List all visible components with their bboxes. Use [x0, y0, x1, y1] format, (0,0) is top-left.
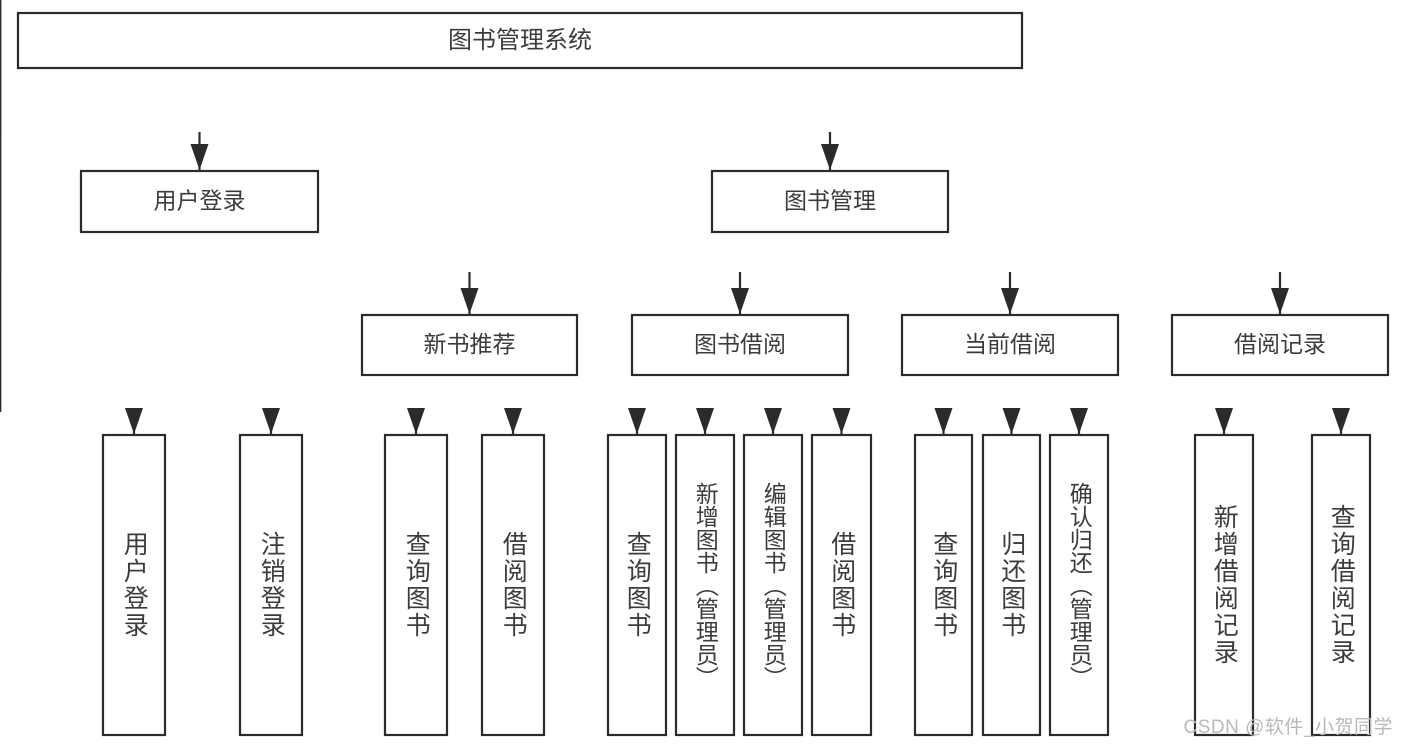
node-book-manage[interactable]: 图书管理: [710, 169, 950, 234]
node-box-leaf-confirm-return[interactable]: [1048, 433, 1110, 737]
arrow-head-icon: [1002, 408, 1021, 434]
arrow-head-icon: [1332, 408, 1350, 434]
node-box-leaf-edit-book[interactable]: [742, 433, 804, 737]
arrow-head-icon: [1070, 408, 1088, 434]
node-box-leaf-borrow-book-2[interactable]: [810, 433, 873, 737]
node-box-borrow-record[interactable]: [1170, 313, 1390, 377]
arrow-head-icon: [504, 408, 522, 434]
node-leaf-query-borrow-record[interactable]: [1310, 433, 1372, 737]
arrow-head-icon: [1001, 288, 1019, 314]
node-box-user-login[interactable]: [79, 169, 320, 234]
node-box-leaf-query-borrow-record[interactable]: [1310, 433, 1372, 737]
node-label-new-book-recommend: 新书推荐: [424, 331, 516, 357]
arrow-head-icon: [125, 408, 143, 434]
node-leaf-confirm-return[interactable]: [1048, 433, 1110, 737]
node-box-leaf-borrow-book-1[interactable]: [480, 433, 546, 737]
node-box-leaf-query-book-1[interactable]: [383, 433, 449, 737]
node-root[interactable]: 图书管理系统: [16, 11, 1024, 70]
node-user-login[interactable]: 用户登录: [79, 169, 320, 234]
node-book-borrow[interactable]: 图书借阅: [630, 313, 850, 377]
node-box-leaf-query-book-2[interactable]: [606, 433, 668, 737]
arrow-head-icon: [460, 288, 479, 314]
node-leaf-edit-book[interactable]: [742, 433, 804, 737]
arrow-head-icon: [821, 144, 839, 170]
arrow-head-icon: [628, 408, 646, 434]
node-leaf-query-book-2[interactable]: [606, 433, 668, 737]
node-label-current-borrow: 当前借阅: [964, 331, 1056, 357]
node-leaf-borrow-book-2[interactable]: [810, 433, 873, 737]
arrow-head-icon: [696, 408, 714, 434]
node-box-leaf-user-login[interactable]: [101, 433, 167, 737]
node-leaf-return-book[interactable]: [981, 433, 1042, 737]
node-box-leaf-user-logout[interactable]: [238, 433, 304, 737]
node-current-borrow[interactable]: 当前借阅: [900, 313, 1120, 377]
node-box-current-borrow[interactable]: [900, 313, 1120, 377]
watermark-text: CSDN @软件_小贺同学: [1183, 717, 1393, 738]
node-box-new-book-recommend[interactable]: [360, 313, 579, 377]
arrow-head-icon: [832, 408, 851, 434]
node-new-book-recommend[interactable]: 新书推荐: [360, 313, 579, 377]
node-borrow-record[interactable]: 借阅记录: [1170, 313, 1390, 377]
node-leaf-borrow-book-1[interactable]: [480, 433, 546, 737]
arrow-head-icon: [262, 408, 280, 434]
node-box-leaf-query-book-3[interactable]: [913, 433, 974, 737]
node-box-leaf-return-book[interactable]: [981, 433, 1042, 737]
arrow-head-icon: [190, 144, 209, 170]
node-leaf-user-login[interactable]: [101, 433, 167, 737]
arrow-head-icon: [731, 288, 749, 314]
connector-layer: [0, 0, 1350, 434]
node-label-borrow-record: 借阅记录: [1234, 331, 1326, 357]
node-box-leaf-add-borrow-record[interactable]: [1193, 433, 1255, 737]
node-box-book-borrow[interactable]: [630, 313, 850, 377]
node-leaf-add-borrow-record[interactable]: [1193, 433, 1255, 737]
arrow-head-icon: [1271, 288, 1289, 314]
node-box-root[interactable]: [16, 11, 1024, 70]
arrow-head-icon: [934, 408, 953, 434]
node-box-leaf-add-book[interactable]: [674, 433, 736, 737]
node-leaf-user-logout[interactable]: [238, 433, 304, 737]
node-leaf-query-book-1[interactable]: [383, 433, 449, 737]
arrow-head-icon: [764, 408, 782, 434]
node-leaf-query-book-3[interactable]: [913, 433, 974, 737]
node-label-root: 图书管理系统: [448, 27, 592, 54]
node-label-book-manage: 图书管理: [784, 188, 876, 214]
node-leaf-add-book[interactable]: [674, 433, 736, 737]
node-label-user-login: 用户登录: [154, 188, 246, 214]
arrow-head-icon: [407, 408, 425, 434]
node-label-book-borrow: 图书借阅: [694, 331, 786, 357]
node-box-book-manage[interactable]: [710, 169, 950, 234]
arrow-head-icon: [1215, 408, 1233, 434]
